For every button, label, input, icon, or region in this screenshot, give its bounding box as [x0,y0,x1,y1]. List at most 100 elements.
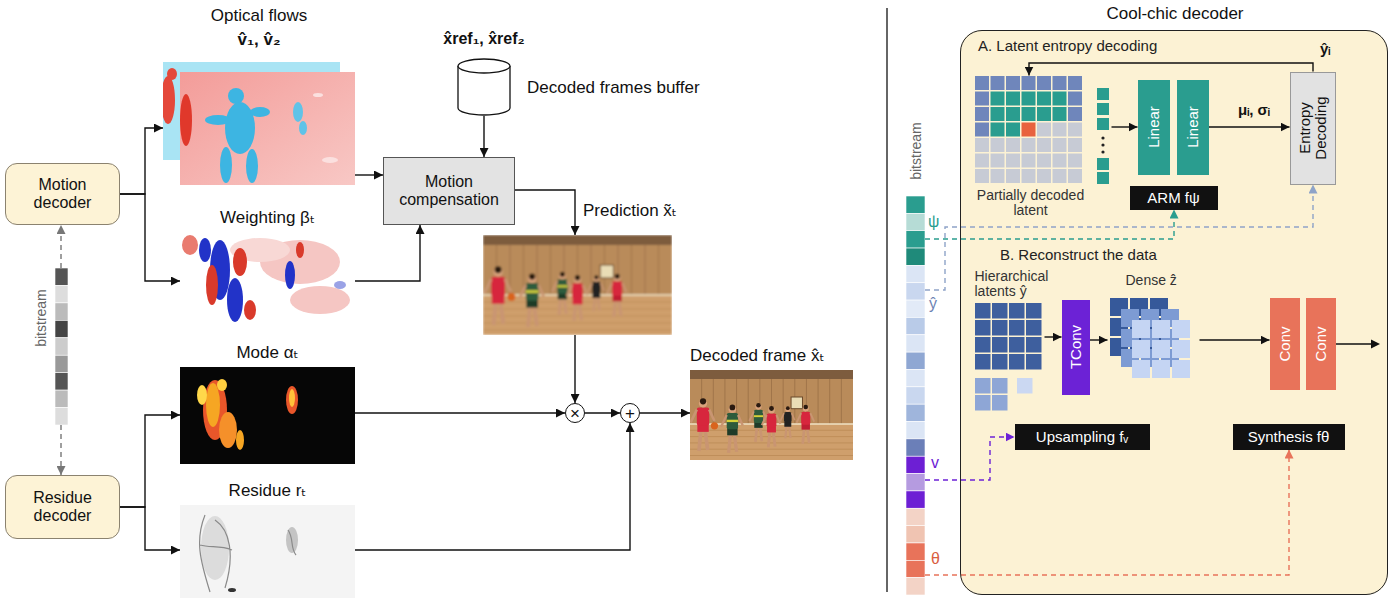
drawing-part [727,420,738,422]
drawing-part [55,303,68,320]
hierarchical-latent-cells [975,378,1008,411]
drawing-part [841,379,842,424]
text-holder: Linear [1184,85,1201,170]
drawing-part [1097,118,1109,130]
connector [60,425,61,475]
drawing-part [55,268,68,285]
drawing-part [992,320,1008,336]
connector-label: ŷᵢ [1320,40,1330,57]
drawing-part [975,354,991,370]
decoder-panel: Cool-chic decoderPartially decoded laten… [960,30,1388,595]
drawing-part [906,404,925,421]
drawing-part [598,297,600,310]
weighting-map: Weighting βₜ [180,232,355,330]
dense-latent-stack-text: Dense ẑ [1126,272,1206,288]
text-holder: ψ [928,213,939,231]
drawing-part [906,317,925,334]
drawing-part [55,408,68,425]
frame-buffer-cylinder-text: x̂ref₁, x̂ref₂ [407,30,561,48]
drawing-part [906,474,925,491]
drawing-part [622,283,626,292]
drawing-part [491,277,505,297]
output-arrow [1336,340,1380,349]
drawing-part [1022,169,1036,183]
drawing-part [691,410,697,423]
drawing-part [574,276,581,283]
drawing-part [567,285,572,296]
drawing-part [762,415,767,425]
drawing-part [1009,303,1025,319]
connector [1209,126,1290,127]
drawing-part [760,427,762,442]
text-holder: θ [931,550,940,568]
linear-layer-text: Linear [1145,85,1162,170]
mode-map: Mode αₜ [180,367,355,464]
residue-map: Residue rₜ [180,505,355,598]
connector [60,225,61,268]
frame-buffer-cylinder-text: Decoded frames buffer [527,78,757,98]
drawing-part [991,154,1005,168]
connector-label: ŷ [929,295,937,313]
drawing-part [711,422,718,429]
bitstream-strip-text: bitstream [33,273,49,363]
drawing-part [1097,158,1109,170]
drawing-part [495,266,502,273]
drawing-part [528,306,530,327]
drawing-part [1006,154,1020,168]
conv-layer: Conv [1306,298,1336,390]
drawing-part [289,389,295,407]
drawing-part [600,265,613,278]
drawing-part [296,242,304,258]
drawing-part [55,338,68,355]
text-holder: Conv [1276,304,1293,384]
drawing-part [228,88,244,104]
drawing-part [1037,169,1051,183]
drawing-part [906,300,925,317]
drawing-part [992,354,1008,370]
drawing-part [613,295,622,301]
drawing-part [483,316,672,317]
hierarchical-latent-cells [975,303,1042,370]
drawing-part [180,72,355,185]
text-holder: μᵢ, σᵢ [1214,101,1294,118]
drawing-part [483,323,672,324]
connector-label: v [931,454,939,472]
drawing-part [1132,320,1150,338]
drawing-part [1022,76,1036,90]
drawing-part [1053,76,1067,90]
drawing-part [1053,154,1067,168]
drawing-part [1152,340,1170,358]
drawing-part [483,235,672,335]
latent-grid: Hierarchical latents ŷ [975,303,1045,413]
drawing-part [1068,107,1082,121]
drawing-part [906,387,925,404]
drawing-part [906,422,925,439]
entropy-decoding-box: Entropy Decoding [1290,72,1336,185]
drawing-part [1022,92,1036,106]
module-name-box: Upsampling fᵥ [1015,424,1150,450]
drawing-part [1172,360,1190,378]
linear-layer: Linear [1138,80,1170,175]
connector-label: ψ [928,213,939,231]
drawing-part [1017,378,1033,394]
mode-picture [180,367,355,464]
optical-flow-front [180,72,355,185]
drawing-part [592,282,600,294]
connector [515,190,575,235]
drawing-part [1009,337,1025,353]
drawing-part [206,383,220,427]
drawing-part [612,281,622,295]
drawing-part [55,390,68,407]
text-holder: Motion compensation [388,173,510,210]
drawing-part [727,413,738,429]
prediction-image-text: Prediction x̃ₜ [583,201,723,221]
drawing-part [803,429,805,444]
optical-flow-image: Optical flowsv̂₁, v̂₂ [163,62,355,185]
drawing-part [767,426,776,432]
drawing-part [791,397,802,409]
partial-latent-cells [975,76,1082,183]
prediction-picture [483,235,672,335]
text-holder: Weighting βₜ [180,208,355,228]
text-holder: v [931,454,939,472]
drawing-part [1053,169,1067,183]
